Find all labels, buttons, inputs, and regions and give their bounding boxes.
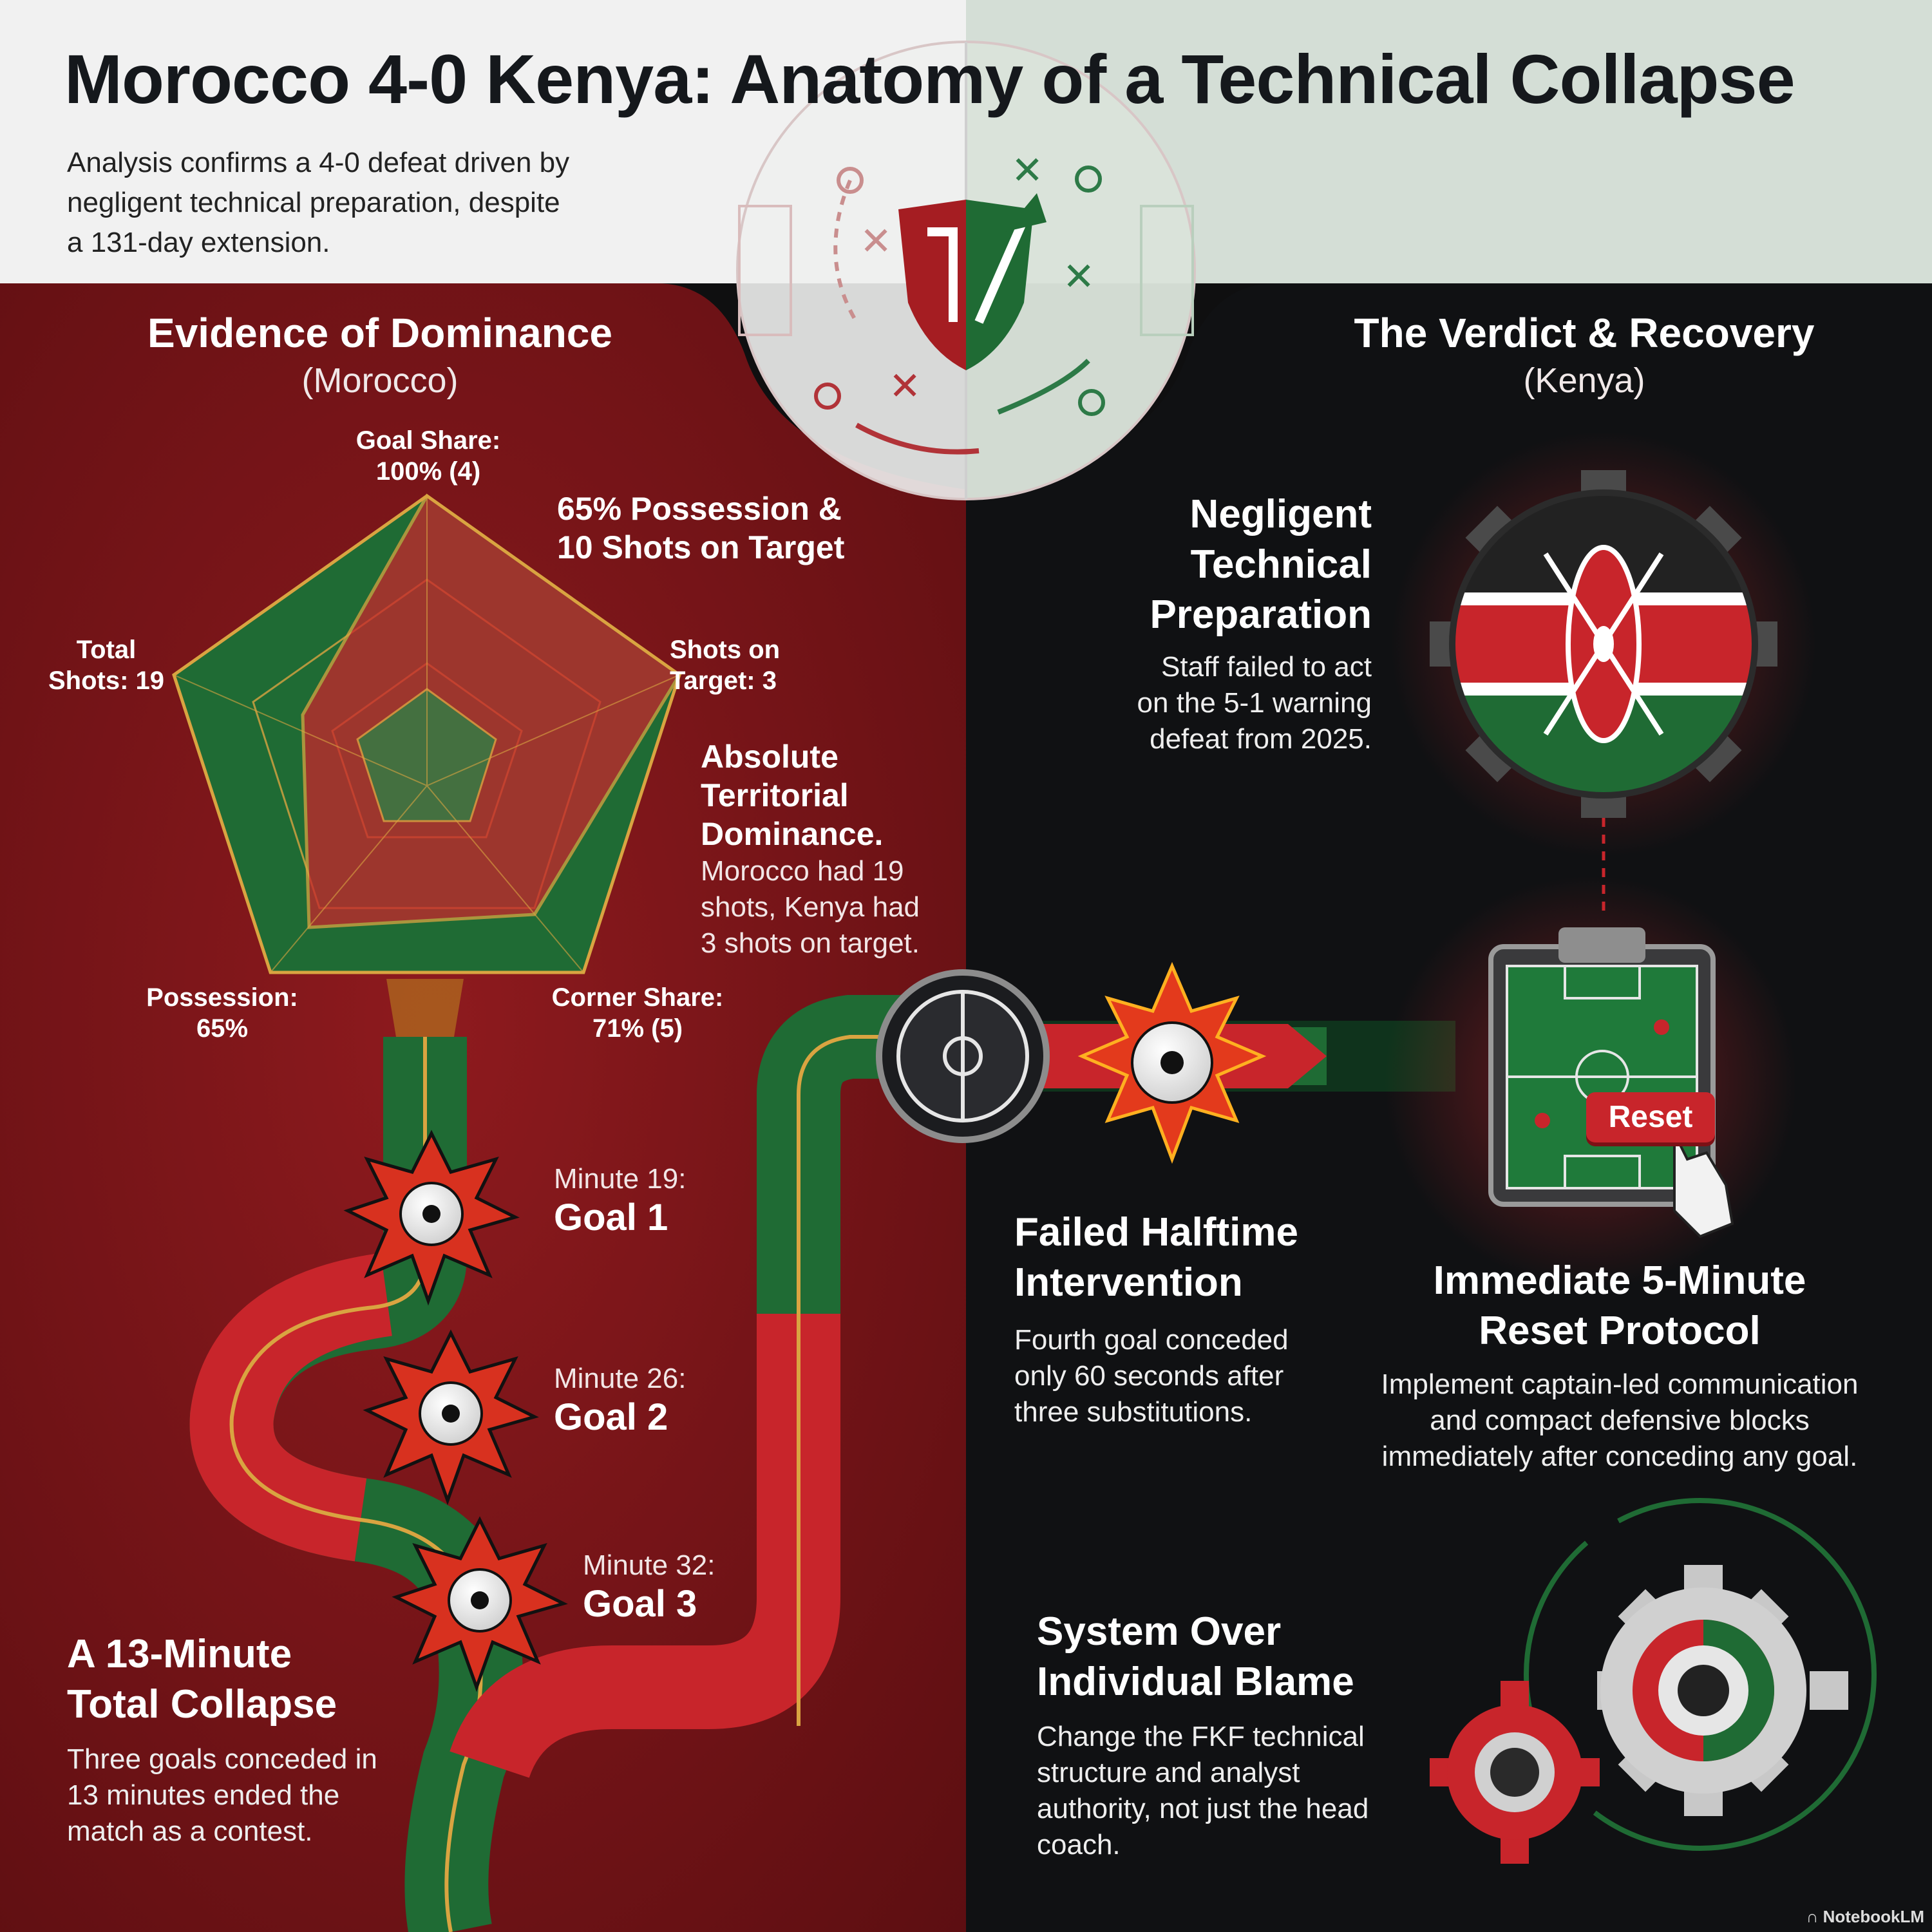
goal-burst-2 (363, 1329, 539, 1506)
radar-axis-corner-share: Corner Share:71% (5) (551, 983, 724, 1043)
page-subtitle: Analysis confirms a 4-0 defeat driven by… (67, 147, 570, 258)
goal-3-label: Minute 32: Goal 3 (583, 1549, 715, 1625)
right-subheading: (Kenya) (1523, 361, 1645, 400)
annotation-territorial-dominance: Absolute Territorial Dominance. Morocco … (701, 739, 920, 959)
reset-button[interactable]: Reset (1586, 1092, 1715, 1142)
kenya-flag-gear-icon (1391, 431, 1816, 914)
tactics-emblem: ✕ ✕ ✕ ✕ (736, 41, 1196, 500)
annotation-possession-shots: 65% Possession &10 Shots on Target (557, 491, 845, 565)
system-over-blame-section: System Over Individual Blame Change the … (1037, 1609, 1369, 1861)
svg-text:✕: ✕ (1063, 254, 1095, 299)
brand-label: ∩ NotebookLM (1806, 1907, 1924, 1926)
svg-text:✕: ✕ (1011, 148, 1043, 193)
goal-burst-1 (343, 1130, 520, 1306)
left-heading: Evidence of Dominance (147, 310, 612, 356)
svg-text:✕: ✕ (889, 364, 921, 409)
radar-chart (172, 493, 682, 974)
right-heading: The Verdict & Recovery (1354, 310, 1815, 356)
page-title: Morocco 4-0 Kenya: Anatomy of a Technica… (64, 40, 1795, 118)
notebook-icon: ∩ (1806, 1907, 1823, 1926)
goal-1-label: Minute 19: Goal 1 (554, 1163, 687, 1238)
halftime-band (876, 961, 1455, 1164)
collapse-section: A 13-Minute Total Collapse Three goals c… (67, 1632, 377, 1847)
goal-2-label: Minute 26: Goal 2 (554, 1363, 687, 1438)
timeline-road (189, 979, 902, 1932)
radar-axis-goal-share: Goal Share:100% (4) (355, 426, 501, 486)
radar-axis-possession: Possession:65% (146, 983, 298, 1043)
left-subheading: (Morocco) (301, 361, 459, 400)
goal-burst-3 (392, 1516, 568, 1692)
halftime-intervention-section: Failed Halftime Intervention Fourth goal… (1014, 1210, 1298, 1428)
reset-protocol-section: Immediate 5-Minute Reset Protocol Implem… (1381, 1258, 1859, 1472)
clipboard-pitch-icon (1385, 876, 1797, 1288)
svg-text:✕: ✕ (860, 219, 892, 264)
negligent-preparation-section: Negligent Technical Preparation Staff fa… (1137, 492, 1372, 755)
system-gears-icon (1430, 1498, 1877, 1864)
